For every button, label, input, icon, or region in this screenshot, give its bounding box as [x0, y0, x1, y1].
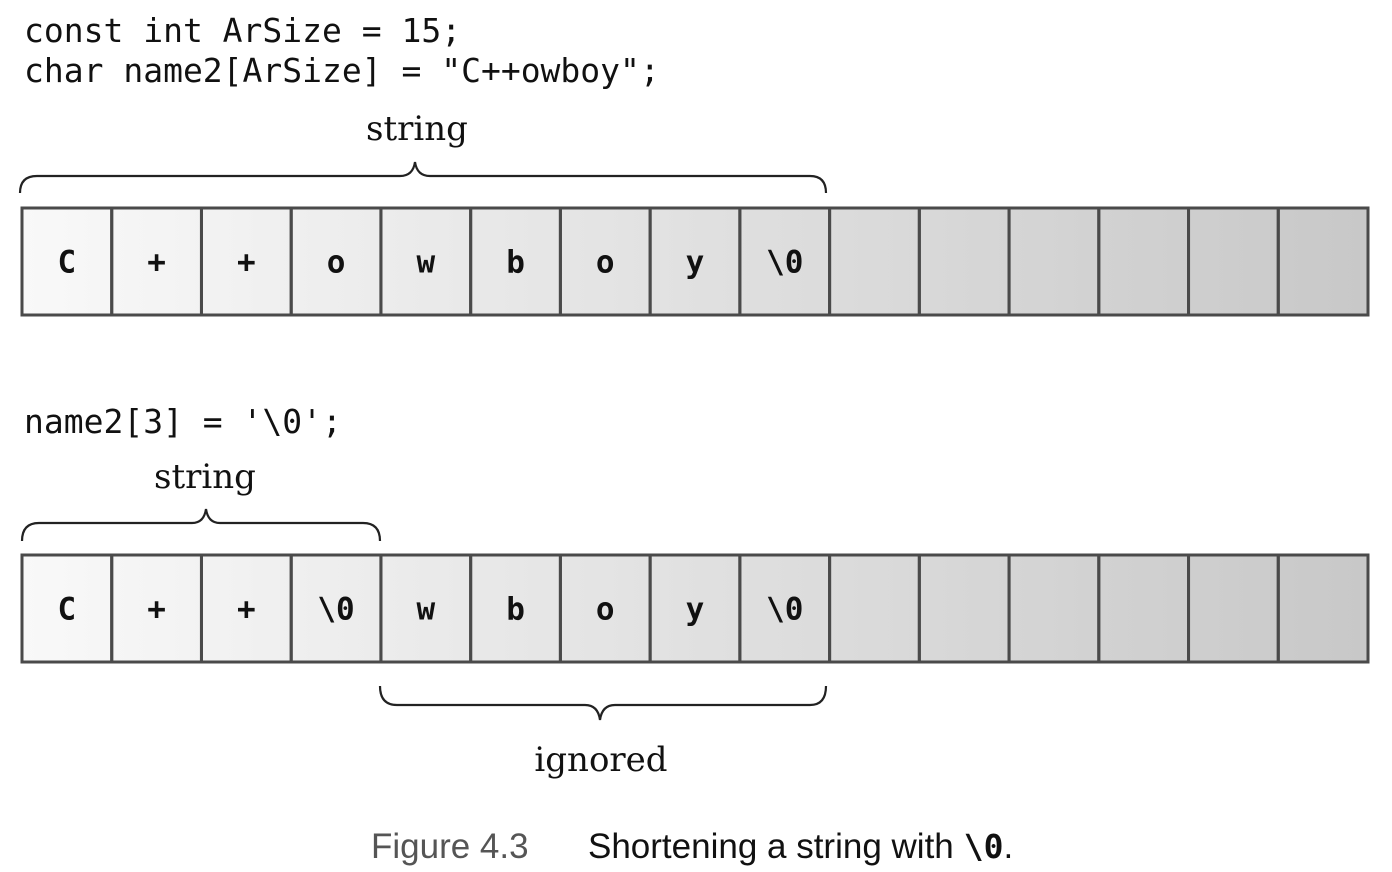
- caption-code: \0: [964, 827, 1004, 866]
- code-line-arsize: const int ArSize = 15;: [24, 11, 461, 50]
- figure-number: Figure 4.3: [371, 827, 529, 866]
- array-cell-char: o: [596, 245, 615, 281]
- array-cell-char: o: [327, 245, 346, 281]
- ignored-label: ignored: [534, 740, 667, 780]
- array-cell-char: o: [596, 592, 615, 628]
- array-cell-char: \0: [317, 592, 354, 628]
- bottom-string-brace: [20, 508, 382, 542]
- array-cell-char: y: [686, 245, 705, 281]
- ignored-brace: [378, 685, 828, 721]
- figure-caption: Shortening a string with \0.: [588, 827, 1013, 866]
- array-background: [22, 555, 1368, 662]
- array-cell-char: +: [237, 245, 256, 281]
- array-cell-char: \0: [766, 592, 803, 628]
- array-cell-char: y: [686, 592, 705, 628]
- bottom-string-label: string: [154, 457, 256, 497]
- array-cell-char: +: [147, 592, 166, 628]
- array-cell-char: \0: [766, 245, 803, 281]
- array-cell: [1276, 553, 1370, 664]
- caption-end: .: [1004, 827, 1014, 866]
- code-line-name2-3-assign: name2[3] = '\0';: [24, 402, 342, 441]
- array-cell-char: C: [58, 245, 77, 281]
- array-cell: [1276, 206, 1370, 317]
- caption-text: Shortening a string with: [588, 827, 954, 866]
- array-cell-char: b: [506, 592, 525, 628]
- top-string-brace: [18, 161, 828, 194]
- code-line-name2-init: char name2[ArSize] = "C++owboy";: [24, 51, 660, 90]
- array-cell-char: +: [147, 245, 166, 281]
- array-cell-char: b: [506, 245, 525, 281]
- array-bottom: C + + \0 w b o y \0: [20, 553, 1370, 664]
- array-cell-char: w: [416, 245, 435, 281]
- array-top: C + + o w b o y \0: [20, 206, 1370, 317]
- top-string-label: string: [366, 109, 468, 149]
- array-cell-char: w: [416, 592, 435, 628]
- array-cell-char: +: [237, 592, 256, 628]
- array-cell-char: C: [58, 592, 77, 628]
- array-background: [22, 208, 1368, 315]
